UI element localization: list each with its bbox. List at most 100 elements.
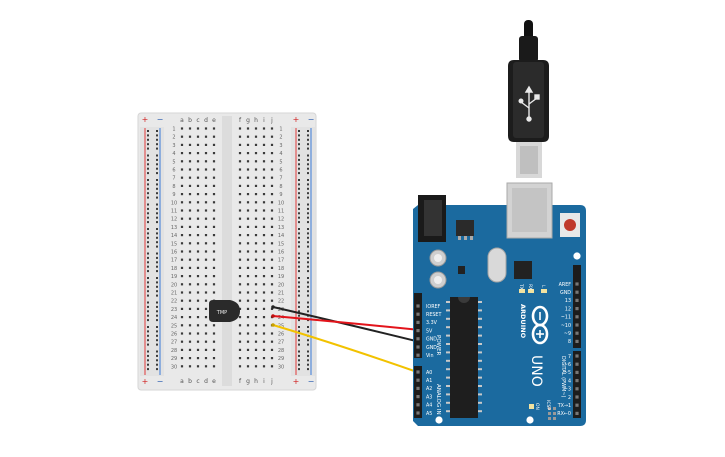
rail-hole[interactable] bbox=[298, 207, 300, 210]
rail-hole[interactable] bbox=[156, 310, 158, 313]
header-pin[interactable] bbox=[575, 362, 579, 366]
breadboard-hole[interactable] bbox=[262, 357, 266, 360]
rail-hole[interactable] bbox=[147, 301, 149, 304]
breadboard-hole[interactable] bbox=[196, 209, 200, 212]
rail-hole[interactable] bbox=[147, 319, 149, 322]
breadboard-hole[interactable] bbox=[270, 283, 274, 286]
breadboard-hole[interactable] bbox=[188, 283, 192, 286]
rail-hole[interactable] bbox=[298, 167, 300, 170]
header-pin[interactable] bbox=[575, 379, 579, 383]
rail-hole[interactable] bbox=[156, 281, 158, 284]
rail-hole[interactable] bbox=[307, 245, 309, 248]
breadboard-hole[interactable] bbox=[246, 250, 250, 253]
breadboard-hole[interactable] bbox=[238, 176, 242, 179]
breadboard-hole[interactable] bbox=[246, 291, 250, 294]
breadboard-hole[interactable] bbox=[270, 365, 274, 368]
rail-hole[interactable] bbox=[307, 281, 309, 284]
breadboard-hole[interactable] bbox=[254, 184, 258, 187]
breadboard-hole[interactable] bbox=[188, 266, 192, 269]
header-pin[interactable] bbox=[416, 411, 420, 415]
rail-hole[interactable] bbox=[307, 187, 309, 190]
rail-hole[interactable] bbox=[307, 326, 309, 328]
breadboard-hole[interactable] bbox=[212, 193, 216, 196]
rail-hole[interactable] bbox=[298, 334, 300, 337]
breadboard-hole[interactable] bbox=[254, 193, 258, 196]
breadboard-hole[interactable] bbox=[196, 184, 200, 187]
breadboard-hole[interactable] bbox=[246, 275, 250, 278]
breadboard-hole[interactable] bbox=[238, 348, 242, 351]
breadboard-hole[interactable] bbox=[262, 184, 266, 187]
breadboard-hole[interactable] bbox=[254, 340, 258, 343]
rail-hole[interactable] bbox=[156, 350, 158, 353]
breadboard-hole[interactable] bbox=[212, 152, 216, 155]
rail-hole[interactable] bbox=[147, 236, 149, 239]
breadboard-hole[interactable] bbox=[254, 299, 258, 302]
rail-hole[interactable] bbox=[298, 261, 300, 264]
breadboard-hole[interactable] bbox=[212, 250, 216, 253]
breadboard-hole[interactable] bbox=[270, 209, 274, 212]
rail-hole[interactable] bbox=[147, 172, 149, 175]
breadboard-hole[interactable] bbox=[180, 291, 184, 294]
breadboard-hole[interactable] bbox=[262, 127, 266, 130]
rail-hole[interactable] bbox=[156, 179, 158, 181]
breadboard-hole[interactable] bbox=[254, 160, 258, 163]
breadboard-hole[interactable] bbox=[204, 299, 208, 302]
breadboard-hole[interactable] bbox=[180, 143, 184, 146]
breadboard-hole[interactable] bbox=[270, 152, 274, 155]
rail-hole[interactable] bbox=[307, 241, 309, 244]
breadboard-hole[interactable] bbox=[188, 365, 192, 368]
breadboard-hole[interactable] bbox=[204, 152, 208, 155]
breadboard-hole[interactable] bbox=[262, 193, 266, 196]
breadboard-hole[interactable] bbox=[270, 234, 274, 237]
breadboard-hole[interactable] bbox=[270, 332, 274, 335]
rail-hole[interactable] bbox=[147, 270, 149, 273]
breadboard-hole[interactable] bbox=[204, 357, 208, 360]
rail-hole[interactable] bbox=[307, 163, 309, 166]
rail-hole[interactable] bbox=[307, 277, 309, 279]
breadboard-hole[interactable] bbox=[246, 316, 250, 319]
breadboard-hole[interactable] bbox=[262, 160, 266, 163]
breadboard-hole[interactable] bbox=[238, 324, 242, 327]
breadboard-hole[interactable] bbox=[204, 168, 208, 171]
breadboard-hole[interactable] bbox=[204, 184, 208, 187]
breadboard-hole[interactable] bbox=[196, 299, 200, 302]
rail-hole[interactable] bbox=[307, 350, 309, 353]
breadboard-hole[interactable] bbox=[238, 201, 242, 204]
breadboard-hole[interactable] bbox=[212, 176, 216, 179]
breadboard-hole[interactable] bbox=[262, 299, 266, 302]
rail-hole[interactable] bbox=[147, 158, 149, 161]
rail-hole[interactable] bbox=[298, 301, 300, 304]
breadboard-hole[interactable] bbox=[212, 135, 216, 138]
breadboard-hole[interactable] bbox=[180, 348, 184, 351]
breadboard-hole[interactable] bbox=[262, 275, 266, 278]
breadboard-hole[interactable] bbox=[188, 217, 192, 220]
breadboard-hole[interactable] bbox=[270, 176, 274, 179]
breadboard-hole[interactable] bbox=[188, 250, 192, 253]
breadboard-hole[interactable] bbox=[204, 283, 208, 286]
breadboard-hole[interactable] bbox=[196, 168, 200, 171]
breadboard-hole[interactable] bbox=[180, 307, 184, 310]
breadboard-hole[interactable] bbox=[262, 266, 266, 269]
breadboard-hole[interactable] bbox=[238, 168, 242, 171]
rail-hole[interactable] bbox=[147, 212, 149, 215]
breadboard-hole[interactable] bbox=[180, 193, 184, 196]
rail-hole[interactable] bbox=[307, 143, 309, 146]
rail-hole[interactable] bbox=[147, 334, 149, 337]
rail-hole[interactable] bbox=[156, 285, 158, 288]
breadboard-hole[interactable] bbox=[254, 332, 258, 335]
rail-hole[interactable] bbox=[307, 261, 309, 264]
breadboard-hole[interactable] bbox=[188, 234, 192, 237]
rail-hole[interactable] bbox=[147, 138, 149, 141]
rail-hole[interactable] bbox=[298, 330, 300, 333]
rail-hole[interactable] bbox=[307, 147, 309, 150]
breadboard-hole[interactable] bbox=[262, 152, 266, 155]
breadboard-hole[interactable] bbox=[246, 225, 250, 228]
breadboard-hole[interactable] bbox=[270, 307, 274, 310]
rail-hole[interactable] bbox=[298, 281, 300, 284]
breadboard-hole[interactable] bbox=[180, 340, 184, 343]
breadboard-hole[interactable] bbox=[246, 357, 250, 360]
breadboard-hole[interactable] bbox=[262, 316, 266, 319]
breadboard-hole[interactable] bbox=[196, 340, 200, 343]
breadboard-hole[interactable] bbox=[262, 217, 266, 220]
